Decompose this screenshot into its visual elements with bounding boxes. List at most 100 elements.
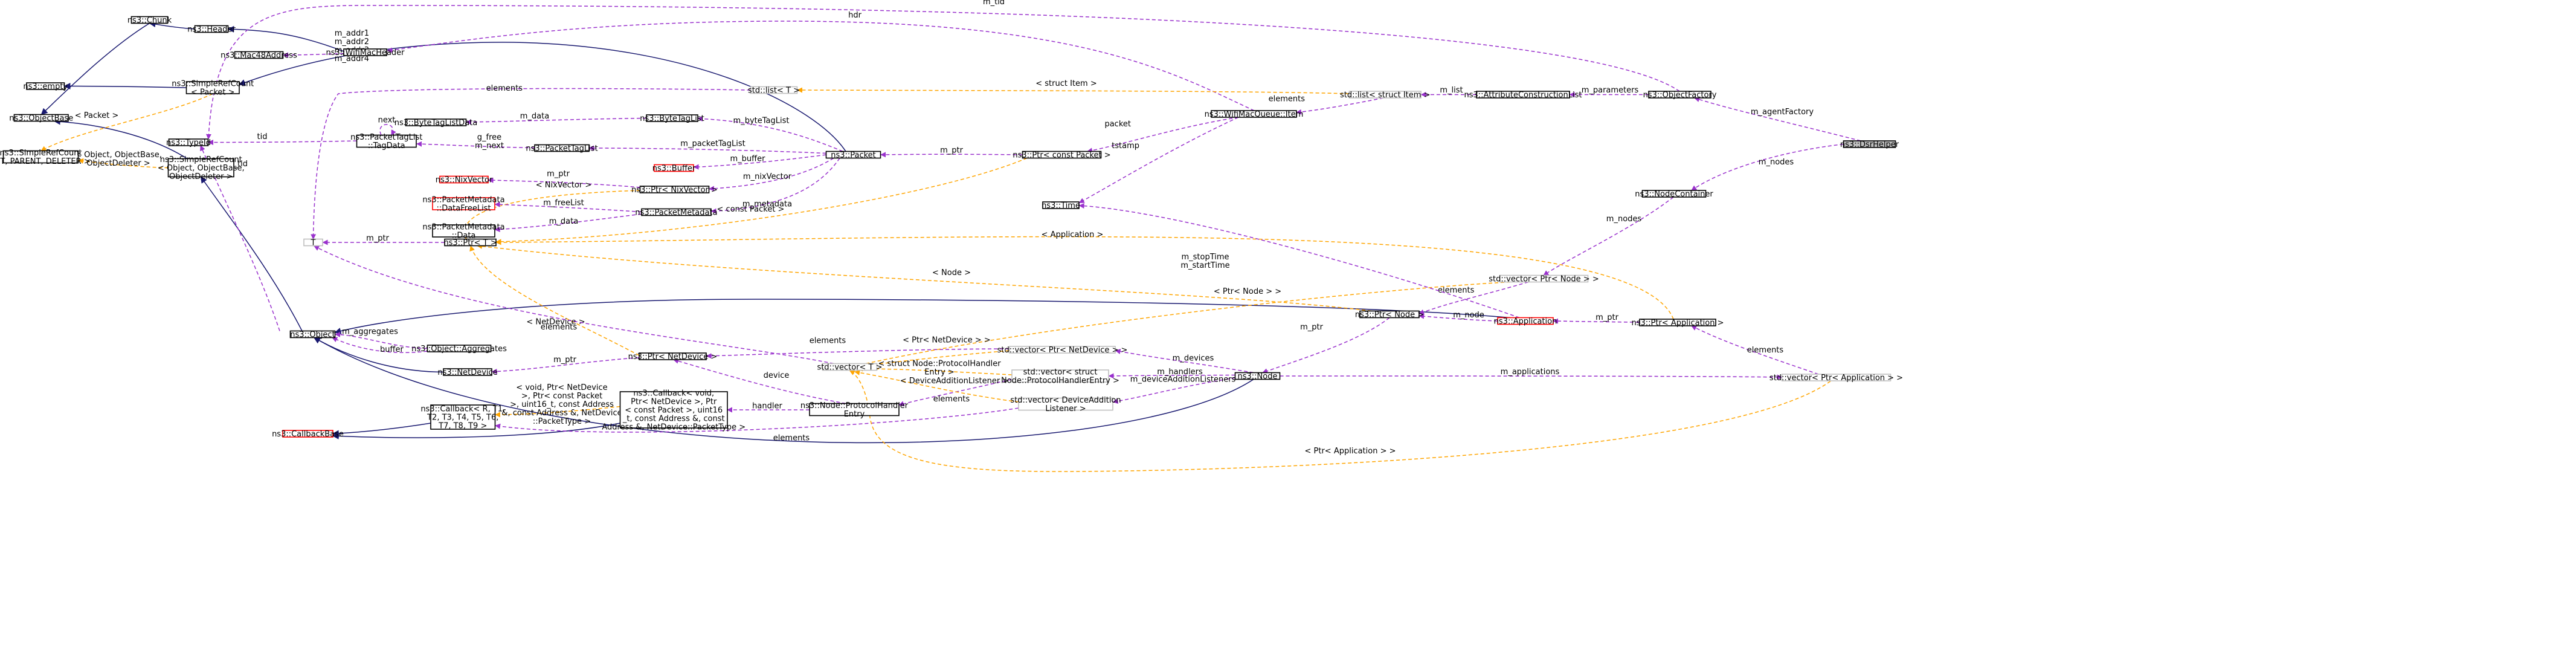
node-object[interactable]: ns3::Object bbox=[289, 331, 336, 340]
node-stdlistitem[interactable]: std::list< struct Item > bbox=[1340, 91, 1430, 100]
node-bytetaglist[interactable]: ns3::ByteTagList bbox=[640, 114, 704, 123]
node-objectbase[interactable]: ns3::ObjectBase bbox=[9, 114, 73, 123]
node-box bbox=[822, 363, 878, 371]
node-simplerefparent[interactable]: ns3::SimpleRefCount< T, PARENT, DELETER … bbox=[0, 149, 91, 166]
node-application[interactable]: ns3::Application bbox=[1494, 317, 1557, 326]
node-box bbox=[1639, 319, 1716, 326]
node-attrlist[interactable]: ns3::AttributeConstructionList bbox=[1464, 91, 1582, 100]
node-vecprotocolhandler[interactable]: std::vector< structNode::ProtocolHandler… bbox=[1001, 368, 1119, 386]
node-label: ns3::Callback< R, T1, bbox=[420, 405, 505, 414]
edge-label: < struct Node::ProtocolHandler bbox=[878, 360, 1001, 369]
edge-label: m_handlers bbox=[1157, 368, 1203, 377]
node-vecdevaddlistener[interactable]: std::vector< DeviceAdditionListener > bbox=[1010, 396, 1121, 413]
node-empty[interactable]: ns3::empty bbox=[23, 82, 68, 91]
node-label: ns3::Header bbox=[187, 25, 236, 34]
edge-label: m_nodes bbox=[1606, 215, 1642, 224]
node-label: ns3::SimpleRefCount bbox=[160, 155, 242, 164]
edge-label: >, uint16_t, const Address bbox=[510, 400, 614, 409]
node-objaggregates[interactable]: ns3::Object::Aggregates bbox=[411, 345, 507, 354]
node-ptrconstpacket[interactable]: ns3::Ptr< const Packet > bbox=[1013, 151, 1110, 160]
edge-label: m_agentFactory bbox=[1751, 108, 1814, 117]
node-packettaglisttagdata[interactable]: ns3::PacketTagList::TagData bbox=[350, 133, 422, 151]
member-edge: m_ptr bbox=[880, 146, 1023, 158]
node-netdevice[interactable]: ns3::NetDevice bbox=[437, 368, 497, 377]
node-time[interactable]: ns3::Time bbox=[1042, 201, 1080, 210]
node-buffer[interactable]: ns3::Buffer bbox=[652, 164, 696, 173]
node-header[interactable]: ns3::Header bbox=[187, 25, 236, 34]
node-simplerefpacket[interactable]: ns3::SimpleRefCount< Packet > bbox=[172, 80, 254, 97]
node-box bbox=[26, 82, 65, 90]
node-vecptrnetdevice[interactable]: std::vector< Ptr< NetDevice > > bbox=[997, 346, 1128, 355]
member-edge: m_ptr bbox=[322, 234, 445, 245]
node-chunk[interactable]: ns3::Chunk bbox=[127, 16, 172, 25]
node-label: ns3::NodeContainer bbox=[1635, 190, 1713, 199]
edge-label: >, Ptr< const Packet bbox=[521, 392, 602, 401]
node-simplerefobject[interactable]: ns3::SimpleRefCount< Object, ObjectBase,… bbox=[158, 155, 245, 181]
member-edge: elements bbox=[706, 337, 1010, 359]
edge-label: < void, Ptr< NetDevice bbox=[516, 383, 607, 392]
node-stdvectort[interactable]: std::vector< T > bbox=[817, 363, 882, 372]
node-packetmetadata[interactable]: ns3::PacketMetadata bbox=[635, 209, 717, 218]
node-callbackvoid[interactable]: ns3::Callback< void,Ptr< NetDevice >, Pt… bbox=[602, 389, 745, 432]
node-box bbox=[1018, 397, 1113, 411]
node-ptrnetdevice[interactable]: ns3::Ptr< NetDevice > bbox=[628, 352, 718, 361]
edge-label: tstamp bbox=[1112, 141, 1139, 151]
node-box bbox=[405, 118, 467, 126]
node-label: ns3::ByteTagListData bbox=[394, 118, 478, 128]
node-box bbox=[439, 175, 489, 184]
node-t[interactable]: T bbox=[303, 238, 323, 248]
edge-label: m_data bbox=[549, 217, 578, 226]
edge-label: elements bbox=[810, 337, 846, 346]
node-nixvector[interactable]: ns3::NixVector bbox=[436, 176, 493, 185]
template-edge: < NetDevice > bbox=[469, 245, 640, 356]
node-box bbox=[343, 48, 387, 56]
node-label: ns3::Ptr< NixVector > bbox=[631, 186, 718, 195]
node-packet[interactable]: ns3::Packet bbox=[825, 151, 881, 160]
node-label: ns3::Application bbox=[1494, 317, 1557, 326]
node-label: ns3::DsrHelper bbox=[1840, 140, 1899, 149]
node-box bbox=[443, 368, 492, 376]
node-ptrt[interactable]: ns3::Ptr< T > bbox=[443, 239, 497, 248]
node-dsrhelper[interactable]: ns3::DsrHelper bbox=[1840, 140, 1899, 149]
node-pmdatafreelist[interactable]: ns3::PacketMetadata::DataFreeList bbox=[422, 196, 504, 213]
node-node[interactable]: ns3::Node bbox=[1234, 372, 1281, 381]
member-edge: m_metadata bbox=[710, 158, 840, 214]
node-vecptrnode[interactable]: std::vector< Ptr< Node > > bbox=[1489, 275, 1599, 284]
node-label: ns3::AttributeConstructionList bbox=[1464, 91, 1582, 100]
edge-label: < Ptr< NetDevice > > bbox=[903, 336, 991, 345]
node-box bbox=[654, 164, 694, 172]
node-label: ns3::PacketMetadata bbox=[422, 223, 504, 232]
edge-label: tid bbox=[257, 132, 268, 141]
node-wifimacheader[interactable]: ns3::WifiMacHeader bbox=[326, 48, 405, 57]
node-objectfactory[interactable]: ns3::ObjectFactory bbox=[1643, 91, 1717, 100]
member-edge: elements bbox=[898, 378, 1013, 407]
node-typeid[interactable]: ns3::TypeId bbox=[166, 138, 211, 147]
node-label: ns3::Object bbox=[290, 331, 335, 340]
node-protocolhandlerentry[interactable]: ns3::Node::ProtocolHandlerEntry bbox=[800, 401, 909, 419]
member-edge: m_ptr bbox=[488, 170, 640, 188]
node-wifimacqueueitem[interactable]: ns3::WifiMacQueue::Item bbox=[1205, 110, 1304, 119]
node-ptrnixvector[interactable]: ns3::Ptr< NixVector > bbox=[631, 186, 718, 195]
edge-label: m_next bbox=[475, 141, 504, 151]
node-vecptrapplication[interactable]: std::vector< Ptr< Application > > bbox=[1769, 374, 1903, 383]
node-callback9[interactable]: ns3::Callback< R, T1,T2, T3, T4, T5, T6,… bbox=[420, 404, 505, 431]
node-bytetaglistdata[interactable]: ns3::ByteTagListData bbox=[394, 118, 478, 128]
node-nodecontainer[interactable]: ns3::NodeContainer bbox=[1635, 190, 1713, 199]
node-packettaglist[interactable]: ns3::PacketTagList bbox=[526, 144, 597, 154]
template-edge: < Object, ObjectBase,ObjectDeleter > bbox=[75, 151, 169, 169]
node-mac48[interactable]: ns3::Mac48Address bbox=[221, 51, 297, 60]
node-pmdata[interactable]: ns3::PacketMetadata::Data bbox=[422, 223, 504, 241]
node-callbackbase[interactable]: ns3::CallbackBase bbox=[272, 430, 344, 439]
node-ptrnode[interactable]: ns3::Ptr< Node > bbox=[1355, 311, 1424, 320]
node-ptrapplication[interactable]: ns3::Ptr< Application > bbox=[1631, 319, 1724, 328]
node-box bbox=[639, 186, 710, 193]
member-edge: buffer bbox=[332, 337, 428, 354]
edge-label: elements bbox=[541, 323, 578, 332]
node-box bbox=[303, 238, 323, 247]
member-edge: m_aggregates bbox=[335, 328, 428, 349]
node-stdlistt[interactable]: std::list< T > bbox=[748, 86, 800, 96]
member-edge: m_data bbox=[494, 213, 642, 232]
node-label: ns3::Buffer bbox=[652, 164, 696, 173]
node-box bbox=[639, 352, 707, 360]
node-label: std::vector< struct bbox=[1023, 368, 1098, 377]
